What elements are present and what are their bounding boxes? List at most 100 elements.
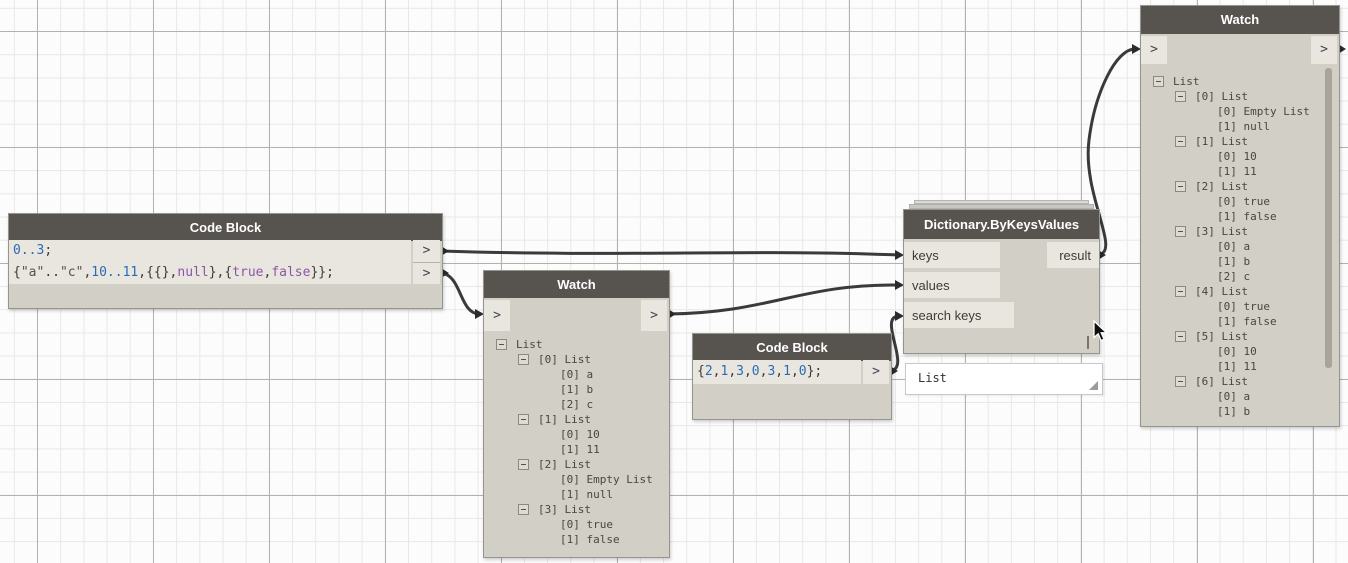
tree-item-label: [0] List [538, 353, 591, 366]
output-port[interactable]: > [1311, 36, 1337, 64]
node-dictionary-bykeysvalues[interactable]: Dictionary.ByKeysValues keys values sear… [903, 200, 1100, 354]
preview-bubble[interactable]: List [905, 363, 1103, 395]
collapse-toggle-icon[interactable] [1175, 286, 1186, 297]
watch-tree-row: [3] List [1141, 224, 1325, 239]
node-watch-2[interactable]: Watch > > List[0] List[0] Empty List[1] … [1140, 5, 1340, 427]
watch-tree-row: [6] List [1141, 374, 1325, 389]
tree-item-label: List [1173, 75, 1200, 88]
collapse-toggle-icon[interactable] [496, 339, 507, 350]
output-port[interactable]: > [413, 240, 440, 262]
expand-preview-icon[interactable] [1089, 381, 1098, 390]
collapse-toggle-icon[interactable] [518, 504, 529, 515]
code-token: 2 [704, 364, 713, 379]
input-port[interactable]: > [484, 300, 510, 331]
tree-item-label: [1] false [560, 533, 620, 546]
tree-item-label: [0] a [1217, 390, 1251, 403]
code-token: { [13, 265, 21, 280]
code-token: , [743, 364, 752, 379]
watch-tree-row: [0] a [484, 367, 669, 382]
node-code-block-1[interactable]: Code Block 0..3; {"a".."c",10..11,{{},nu… [8, 213, 443, 309]
watch-tree-row: [1] List [1141, 134, 1325, 149]
collapse-toggle-icon[interactable] [1175, 331, 1186, 342]
code-token: , [775, 364, 784, 379]
node-title: Dictionary.ByKeysValues [923, 217, 1080, 232]
input-port[interactable]: > [1141, 36, 1167, 64]
collapse-toggle-icon[interactable] [1175, 136, 1186, 147]
watch-tree-row: [1] b [484, 382, 669, 397]
collapse-toggle-icon[interactable] [1175, 181, 1186, 192]
wire-codeblock1-to-keys[interactable] [439, 249, 900, 257]
tree-item-label: [2] List [538, 458, 591, 471]
watch-tree-row: [0] List [1141, 89, 1325, 104]
watch-tree-row: [0] a [1141, 389, 1325, 404]
collapse-toggle-icon[interactable] [518, 414, 529, 425]
code-token: 3 [736, 364, 744, 379]
code-token: , [728, 364, 737, 379]
watch-tree-row: [0] 10 [1141, 344, 1325, 359]
collapse-toggle-icon[interactable] [1175, 226, 1186, 237]
collapse-toggle-icon[interactable] [1175, 91, 1186, 102]
tree-item-label: [1] List [538, 413, 591, 426]
code-token: , [263, 265, 272, 280]
watch-tree-row: [3] List [484, 502, 669, 517]
watch-tree-row: [1] b [1141, 404, 1325, 419]
node-watch-1[interactable]: Watch > > List[0] List[0] a[1] b[2] c[1]… [483, 270, 670, 558]
collapse-toggle-icon[interactable] [1153, 76, 1164, 87]
code-line-input[interactable]: {2,1,3,0,3,1,0}; [693, 360, 861, 384]
code-line-input[interactable]: 0..3; [9, 240, 411, 262]
node-title-bar[interactable]: Dictionary.ByKeysValues [904, 210, 1099, 239]
watch-tree-row: [0] 10 [1141, 149, 1325, 164]
tree-item-label: [1] 11 [1217, 360, 1257, 373]
node-title-bar[interactable]: Code Block [693, 334, 891, 361]
output-port[interactable]: > [413, 262, 440, 284]
watch-scrollbar[interactable] [1325, 68, 1332, 368]
lacing-indicator-icon[interactable] [1087, 336, 1089, 349]
code-token: 0..3 [13, 243, 45, 258]
tree-item-label: [1] 11 [1217, 165, 1257, 178]
node-title-bar[interactable]: Watch [484, 271, 669, 298]
wire-codeblock1-to-watchmid[interactable] [439, 271, 481, 316]
code-token: { [697, 364, 705, 379]
watch-tree-row: [0] List [484, 352, 669, 367]
watch-tree-row: List [484, 337, 669, 352]
output-port[interactable]: > [641, 300, 667, 331]
code-token: 3 [767, 364, 776, 379]
code-token: 0 [798, 364, 807, 379]
tree-item-label: [1] b [1217, 255, 1251, 268]
input-port-values[interactable]: values [904, 272, 1000, 298]
watch-tree-row: [1] 11 [1141, 164, 1325, 179]
watch-tree-row: [1] false [484, 532, 669, 547]
output-port[interactable]: > [863, 360, 889, 384]
tree-item-label: [1] b [1217, 405, 1251, 418]
code-line-input[interactable]: {"a".."c",10..11,{{},null},{true,false}}… [9, 262, 411, 284]
watch-tree-row: List [1141, 74, 1325, 89]
watch-tree-row: [2] c [1141, 269, 1325, 284]
input-port-search-keys[interactable]: search keys [904, 302, 1014, 328]
node-title-bar[interactable]: Watch [1141, 6, 1339, 34]
node-stack-card-icon [914, 200, 1089, 204]
collapse-toggle-icon[interactable] [518, 459, 529, 470]
watch-tree-row: [1] 11 [484, 442, 669, 457]
tree-item-label: [0] Empty List [560, 473, 653, 486]
collapse-toggle-icon[interactable] [518, 354, 529, 365]
tree-item-label: [1] 11 [560, 443, 600, 456]
code-token: 10..11 [91, 265, 139, 280]
node-code-block-2[interactable]: Code Block {2,1,3,0,3,1,0}; > [692, 333, 892, 420]
tree-item-label: [0] 10 [1217, 345, 1257, 358]
code-token: 1 [783, 364, 791, 379]
code-token: }}; [310, 265, 334, 280]
tree-item-label: [2] List [1195, 180, 1248, 193]
node-title-bar[interactable]: Code Block [9, 214, 442, 241]
output-port-result[interactable]: result [1047, 242, 1099, 268]
tree-item-label: [1] List [1195, 135, 1248, 148]
node-title: Code Block [756, 340, 828, 355]
code-token: ,{{}, [138, 265, 178, 280]
watch-tree-row: [0] 10 [484, 427, 669, 442]
wire-watchmid-to-values[interactable] [666, 283, 900, 316]
input-port-keys[interactable]: keys [904, 242, 1000, 268]
collapse-toggle-icon[interactable] [1175, 376, 1186, 387]
preview-value: List [918, 371, 947, 385]
tree-item-label: [0] 10 [560, 428, 600, 441]
watch-tree-row: [2] List [484, 457, 669, 472]
